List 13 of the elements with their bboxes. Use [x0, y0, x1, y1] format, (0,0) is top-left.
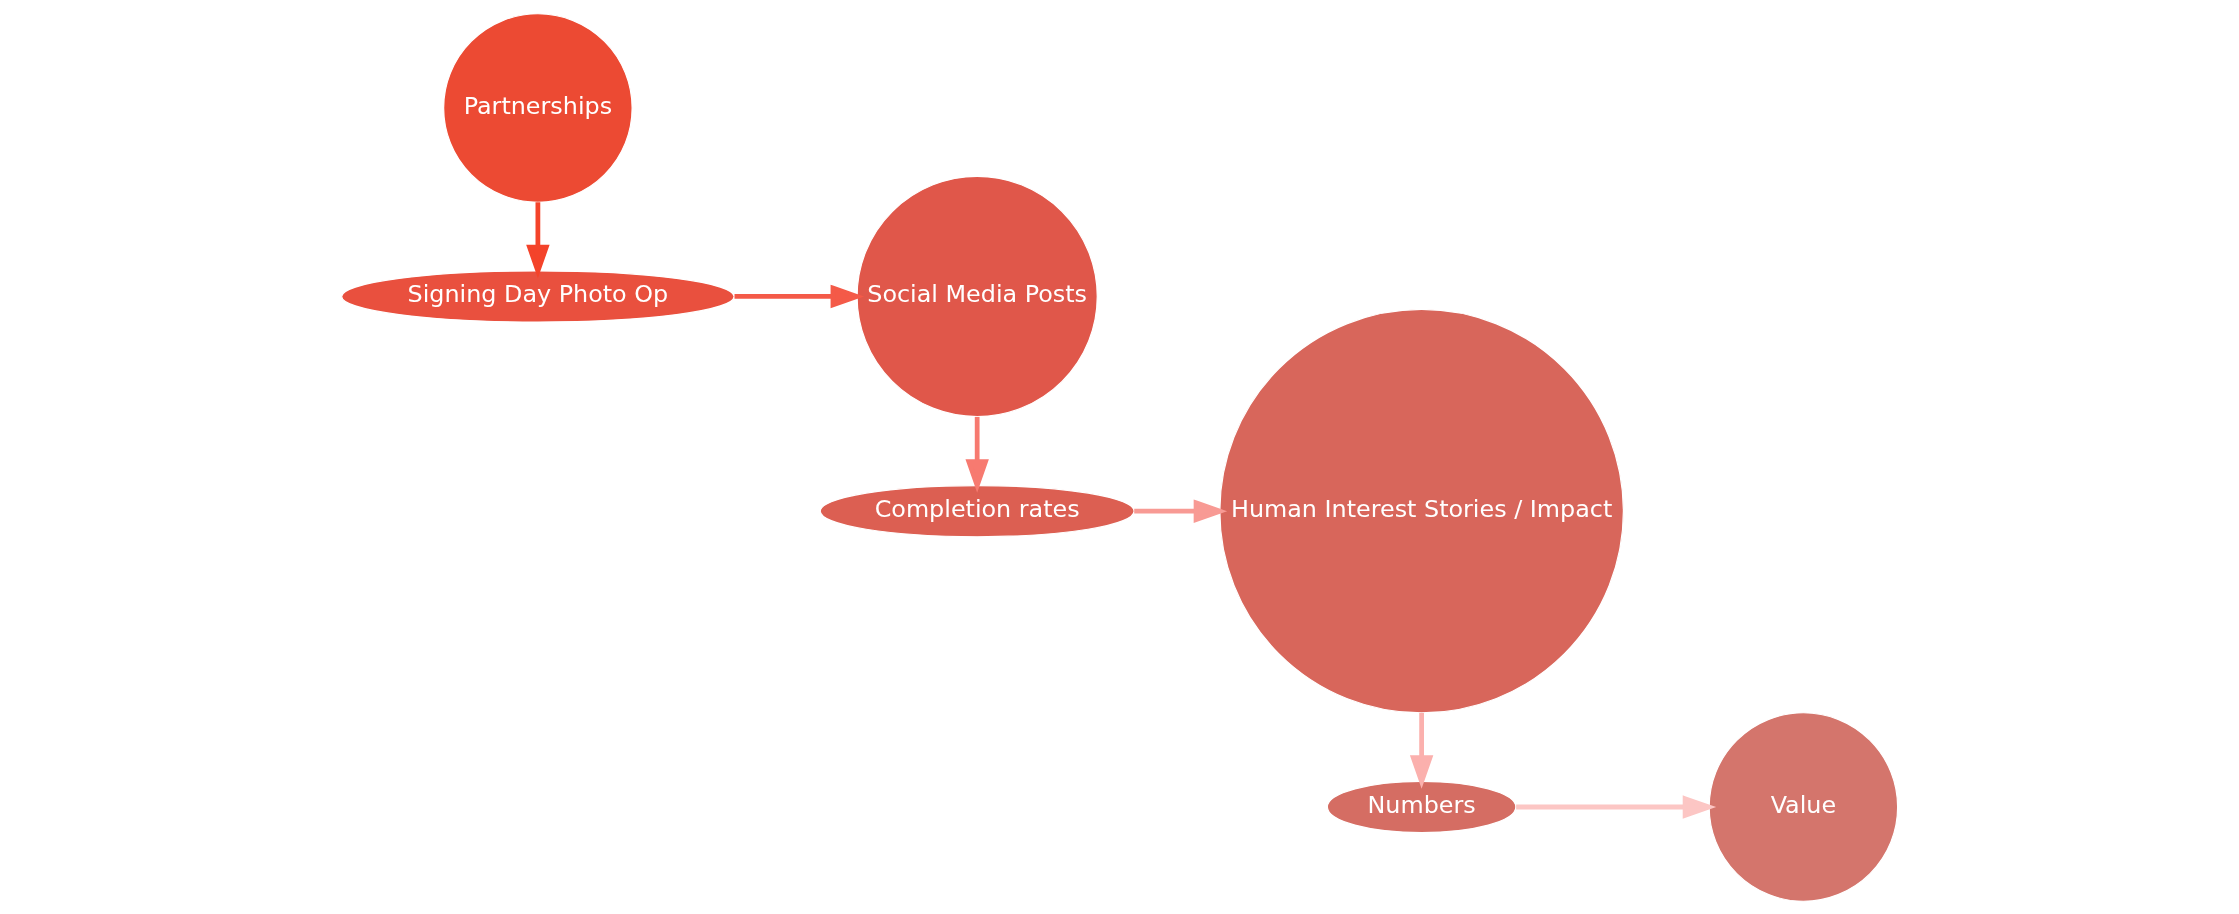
- arrow: [1516, 794, 1717, 819]
- node-circle: Human Interest Stories / Impact: [1219, 308, 1624, 714]
- node-circle: Social Media Posts: [856, 175, 1098, 417]
- arrow: [1134, 498, 1228, 523]
- node-ellipse: Signing Day Photo Op: [341, 269, 735, 323]
- node-circle: Partnerships: [443, 12, 633, 203]
- node-circle: Value: [1708, 711, 1899, 902]
- arrow: [526, 201, 550, 278]
- node-ellipse: Numbers: [1326, 780, 1517, 833]
- arrow: [734, 284, 865, 308]
- node-ellipse: Completion rates: [819, 484, 1135, 537]
- arrow: [965, 416, 989, 493]
- arrow: [1409, 712, 1434, 789]
